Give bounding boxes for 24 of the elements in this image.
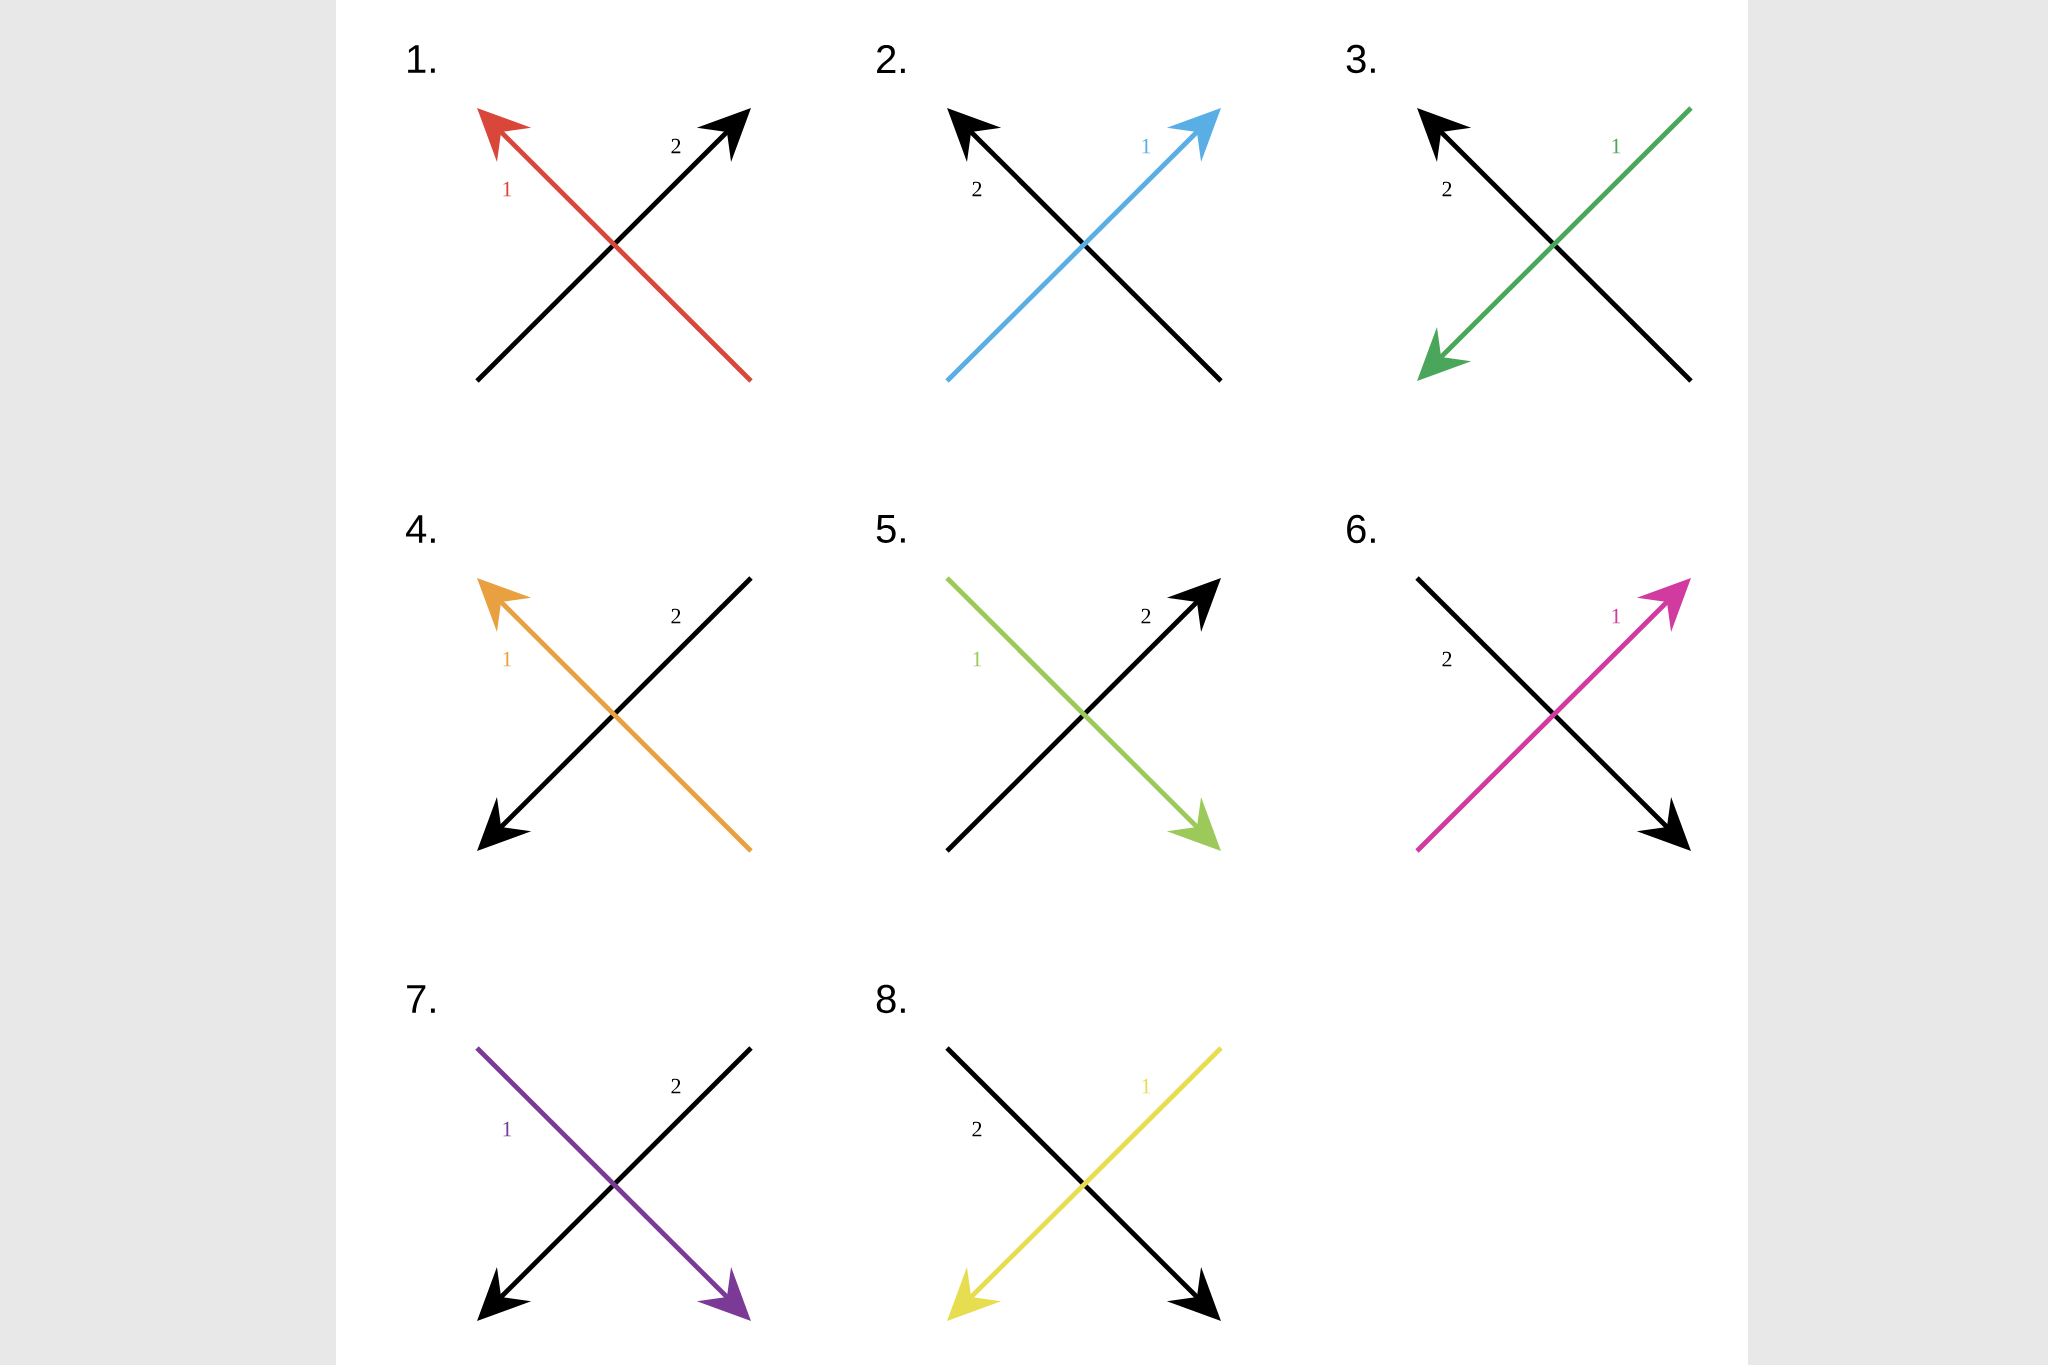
panel-number: 3. bbox=[1346, 44, 1375, 74]
arrow-number: 2 bbox=[1442, 181, 1452, 197]
arrow-number: 1 bbox=[503, 1121, 512, 1137]
arrow-number: 2 bbox=[671, 608, 681, 624]
arrow-number: 2 bbox=[972, 181, 982, 197]
panel-number: 4. bbox=[406, 515, 435, 543]
arrow-number: 1 bbox=[1612, 608, 1621, 624]
panel-number: 6. bbox=[1347, 514, 1375, 544]
arrow-number: 2 bbox=[671, 138, 681, 154]
panel-number: 7. bbox=[407, 985, 435, 1013]
arrow-number: 1 bbox=[503, 651, 512, 667]
arrow-number: 1 bbox=[973, 651, 982, 667]
panel-number: 8. bbox=[876, 984, 905, 1014]
arrow-number: 1 bbox=[1142, 1078, 1151, 1094]
arrow-number: 2 bbox=[671, 1078, 681, 1094]
arrow-number: 1 bbox=[1612, 138, 1621, 154]
arrow-number: 2 bbox=[1141, 608, 1151, 624]
panel-number: 5. bbox=[876, 515, 905, 543]
arrow-number: 2 bbox=[1442, 651, 1452, 667]
arrow-number: 1 bbox=[1142, 138, 1151, 154]
arrow-number: 2 bbox=[972, 1121, 982, 1137]
panel-number: 1. bbox=[408, 45, 435, 73]
panel-number: 2. bbox=[877, 45, 905, 73]
arrow-number: 1 bbox=[503, 181, 512, 197]
